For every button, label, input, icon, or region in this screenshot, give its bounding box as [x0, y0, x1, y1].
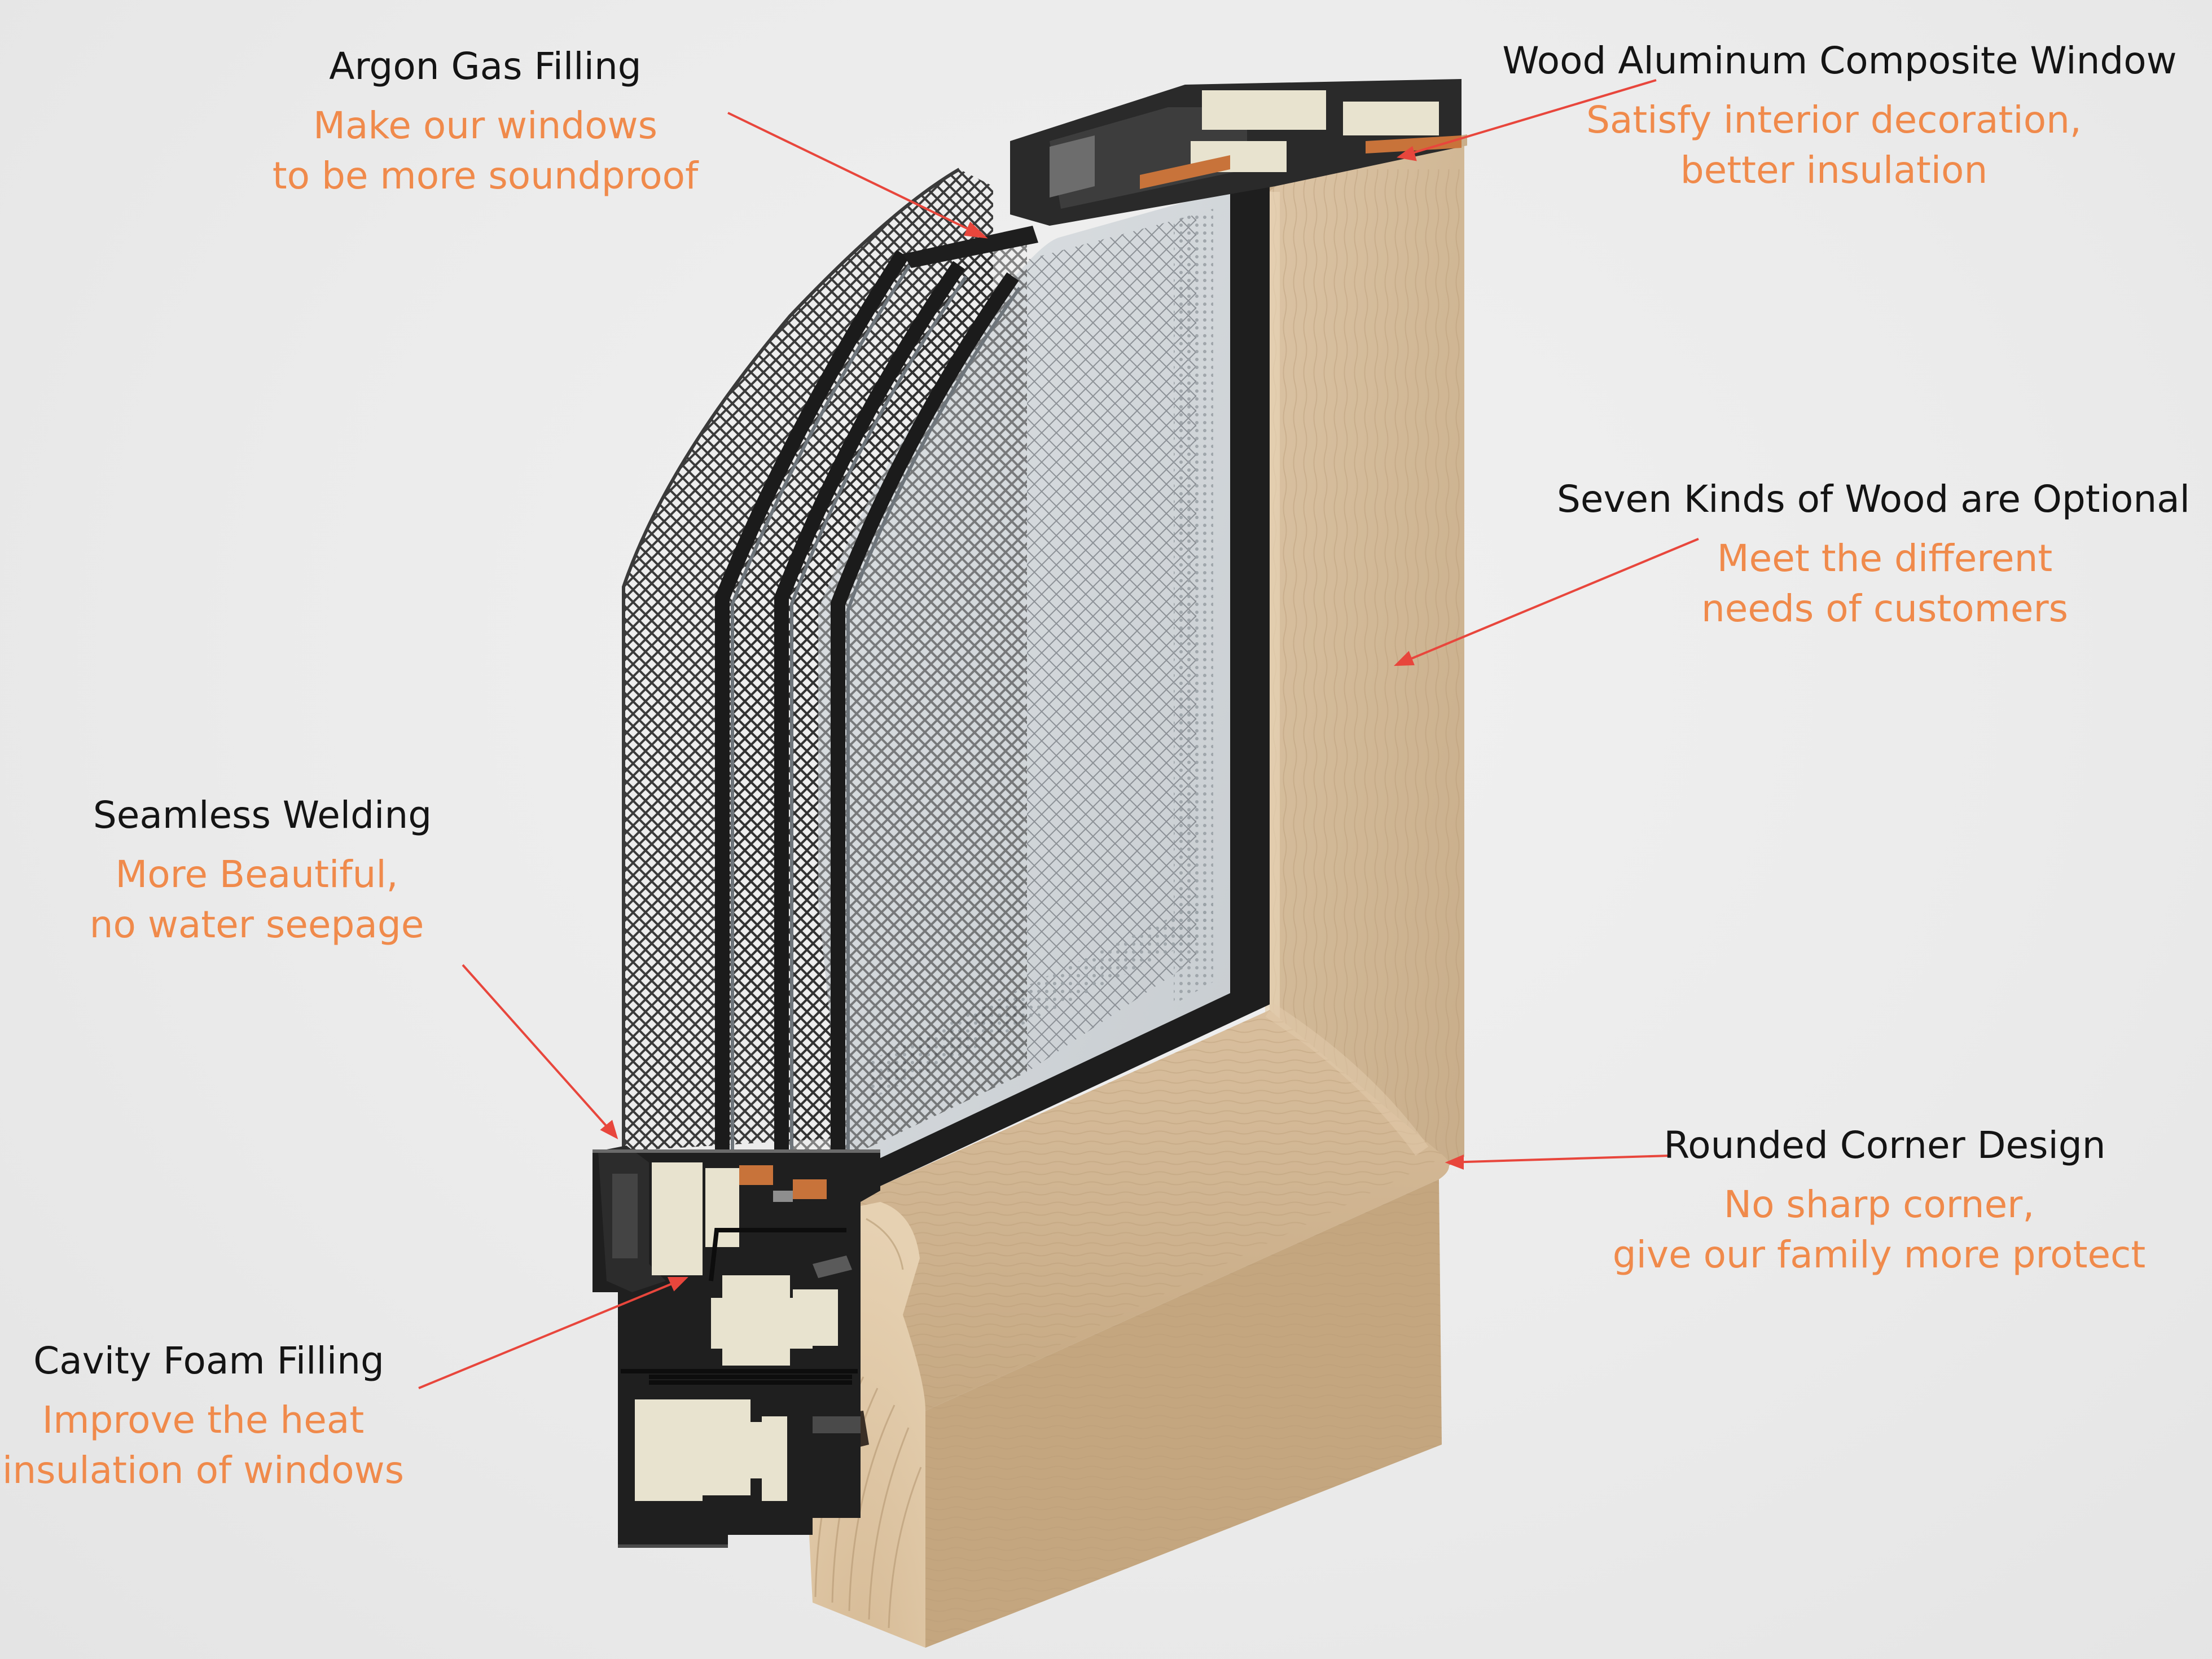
callout-seamless-welding: Seamless Welding More Beautiful, no wate…: [79, 793, 446, 950]
callout-description: Improve the heat insulation of windows: [2, 1398, 404, 1492]
top-aluminum-profile: [1010, 79, 1462, 226]
callout-cavity-foam-filling: Cavity Foam Filling Improve the heat ins…: [2, 1338, 406, 1495]
callout-description: Satisfy interior decoration, better insu…: [1586, 98, 2082, 192]
callout-description: Meet the different needs of customers: [1701, 537, 2069, 630]
callout-title: Wood Aluminum Composite Window: [1502, 39, 2177, 82]
pointer-argon: [727, 112, 985, 238]
callout-title: Seven Kinds of Wood are Optional: [1556, 477, 2191, 521]
callout-description: More Beautiful, no water seepage: [89, 853, 424, 946]
pointer-foam: [418, 1277, 686, 1389]
bottom-aluminum-profile-section: [592, 1146, 880, 1548]
callout-wood-aluminum-composite-window: Wood Aluminum Composite Window Satisfy i…: [1490, 38, 2189, 195]
triple-glazing: [715, 181, 1270, 1230]
callout-pointers: [418, 79, 1699, 1389]
callout-title: Rounded Corner Design: [1664, 1123, 2106, 1167]
callout-description: Make our windows to be more soundproof: [272, 104, 699, 198]
callout-rounded-corner-design: Rounded Corner Design No sharp corner, g…: [1603, 1123, 2167, 1280]
callout-title: Cavity Foam Filling: [33, 1339, 384, 1382]
pointer-corner: [1447, 1155, 1671, 1164]
callout-description: No sharp corner, give our family more pr…: [1612, 1183, 2146, 1276]
callout-title: Argon Gas Filling: [329, 45, 642, 88]
pointer-composite: [1399, 79, 1657, 158]
pointer-wood: [1396, 538, 1699, 666]
callout-argon-gas-filling: Argon Gas Filling Make our windows to be…: [220, 44, 750, 201]
callout-seven-kinds-of-wood: Seven Kinds of Wood are Optional Meet th…: [1546, 477, 2201, 634]
pointer-welding: [462, 964, 617, 1138]
callout-title: Seamless Welding: [93, 793, 432, 837]
